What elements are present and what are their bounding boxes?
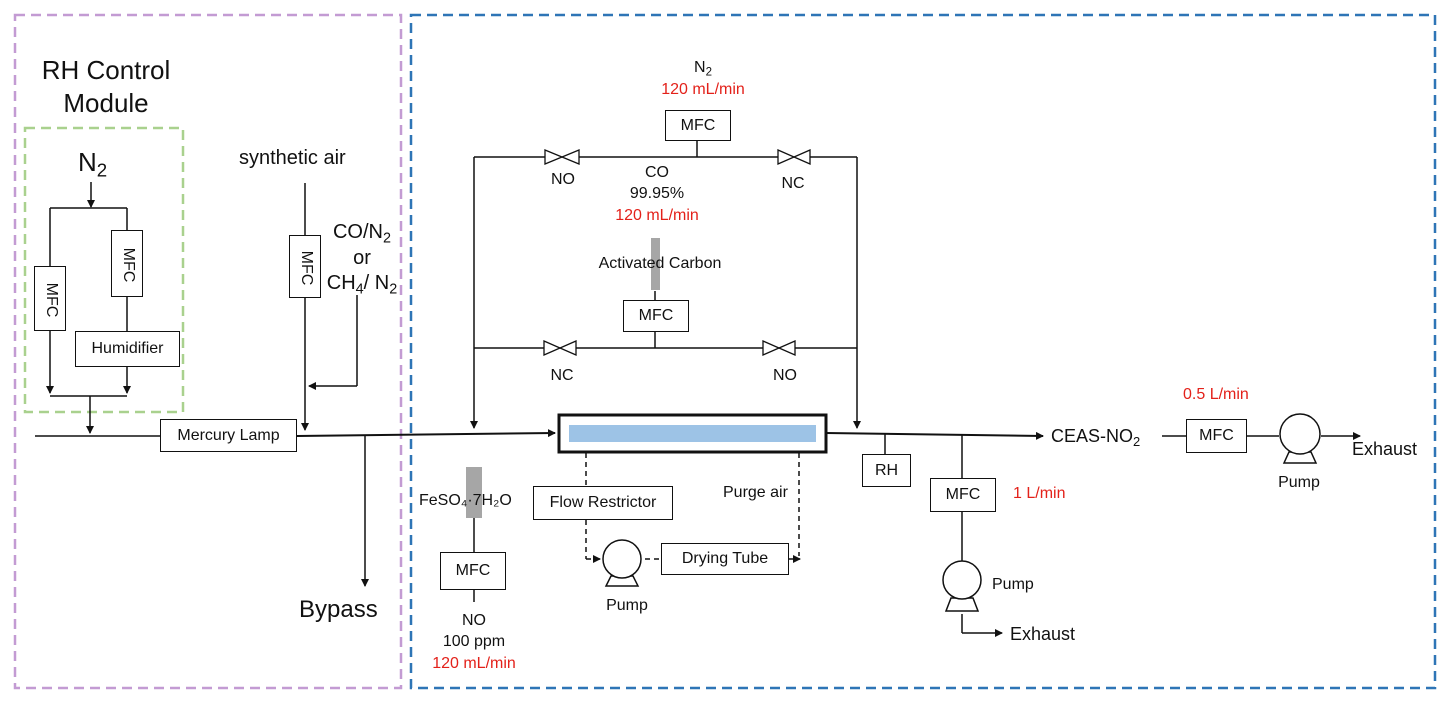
mercury-lamp[interactable]: Mercury Lamp [160, 419, 297, 452]
rh-module-title-line2: Module [63, 88, 149, 118]
ceas-no2-label: CEAS-NO2 [1051, 426, 1141, 449]
main-border [409, 13, 1437, 690]
pump-exhaust-label: Pump [992, 576, 1034, 593]
valve-icon[interactable] [543, 340, 577, 356]
flow-restrictor[interactable]: Flow Restrictor [533, 486, 673, 520]
valve-label-top-left: NO [551, 171, 575, 188]
rh-inner-border [23, 126, 185, 414]
mfc-dry[interactable]: MFC [34, 266, 66, 331]
activated-carbon-filter [651, 238, 660, 290]
co-n2-label: CO/N2 [332, 221, 392, 247]
co-label: CO [645, 164, 669, 181]
cell-window [569, 425, 816, 442]
mfc-no[interactable]: MFC [440, 552, 506, 590]
pump-ceas-label: Pump [1278, 474, 1320, 491]
ceas-flow: 0.5 L/min [1183, 386, 1249, 403]
synthetic-air-label: synthetic air [239, 147, 346, 169]
feso4-converter [466, 467, 482, 518]
no-source-label: NO [462, 612, 486, 629]
n2-top-flow: 120 mL/min [661, 81, 745, 98]
rh-module-title-line1: RH Control [41, 55, 171, 85]
pump-icon[interactable] [1279, 413, 1321, 464]
mfc-wet[interactable]: MFC [111, 230, 143, 297]
mfc-n2-top[interactable]: MFC [665, 110, 731, 141]
exhaust-right-label: Exhaust [1352, 439, 1418, 459]
valve-label-bottom-right: NO [773, 367, 797, 384]
mfc-ceas[interactable]: MFC [1186, 419, 1247, 453]
valve-label-top-right: NC [781, 175, 805, 192]
bypass-label: Bypass [299, 596, 378, 623]
co-purity: 99.95% [629, 185, 685, 202]
co-flow: 120 mL/min [615, 207, 699, 224]
pump-icon[interactable] [602, 539, 642, 587]
mfc-co[interactable]: MFC [623, 300, 689, 332]
valve-icon[interactable] [777, 149, 811, 165]
pump-icon[interactable] [942, 560, 982, 612]
ch4-n2-label: CH4/ N2 [326, 272, 398, 298]
valve-icon[interactable] [762, 340, 796, 356]
activated-carbon-label: Activated Carbon [598, 255, 722, 272]
rh-sensor[interactable]: RH [862, 454, 911, 487]
n2-top-label: N2 [694, 59, 712, 79]
no-source-conc: 100 ppm [442, 633, 506, 650]
pump-purge-label: Pump [606, 597, 648, 614]
purge-air-label: Purge air [723, 484, 788, 501]
feso4-label: FeSO₄·7H₂O [419, 492, 512, 509]
valve-icon[interactable] [544, 149, 580, 165]
mfc-synthetic-air[interactable]: MFC [289, 235, 321, 298]
drying-tube[interactable]: Drying Tube [661, 543, 789, 575]
no-source-flow: 120 mL/min [432, 655, 516, 672]
exhaust-flow: 1 L/min [1013, 485, 1066, 502]
exhaust-lower-label: Exhaust [1010, 624, 1076, 644]
mfc-exhaust[interactable]: MFC [930, 478, 996, 512]
humidifier[interactable]: Humidifier [75, 331, 180, 367]
rh-module-border [13, 13, 403, 690]
valve-label-bottom-left: NC [550, 367, 574, 384]
n2-label: N2 [78, 147, 108, 181]
or-label: or [353, 247, 371, 269]
